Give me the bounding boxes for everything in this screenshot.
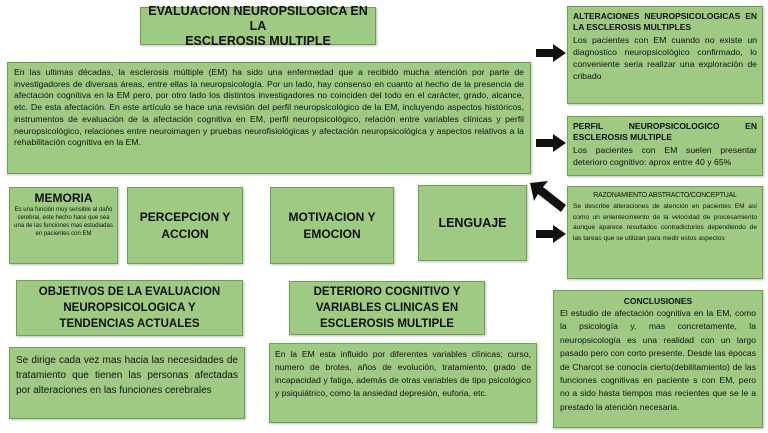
main-title-box: EVALUACION NEUROPSILOGICA EN LA ESCLEROS… (140, 3, 376, 48)
motivacion-box: MOTIVACION Y EMOCION (270, 187, 394, 264)
memoria-heading: MEMORIA (34, 191, 93, 205)
alteraciones-heading: ALTERACIONES NEUROPSICOLOGICAS EN LA ESC… (573, 11, 757, 32)
objetivos-title-box: OBJETIVOS DE LA EVALUACION NEUROPSICOLOG… (16, 280, 243, 336)
razonamiento-text: Se describe alteraciones de atención en … (573, 203, 757, 242)
objetivos-line2: NEUROPSICOLOGICA Y (63, 302, 196, 314)
motivacion-line1: MOTIVACION Y (288, 209, 376, 224)
deterioro-line2: VARIABLES CLINICAS EN (315, 302, 459, 314)
perfil-heading: PERFIL NEUROPSICOLOGICO EN ESCLEROSIS MU… (573, 121, 757, 142)
objetivos-line1: OBJETIVOS DE LA EVALUACION (38, 286, 221, 298)
deterioro-title-box: DETERIORO COGNITIVO Y VARIABLES CLINICAS… (289, 281, 485, 335)
arrow-right-icon-3 (536, 225, 566, 243)
objetivos-text: Se dirige cada vez mas hacia las necesid… (16, 355, 238, 396)
intro-box: En las ultimas décadas, la esclerosis mú… (7, 62, 531, 174)
alteraciones-text: Los pacientes con EM cuando no existe un… (573, 35, 757, 81)
arrow-right-icon-2 (536, 134, 566, 152)
perfil-box: PERFIL NEUROPSICOLOGICO EN ESCLEROSIS MU… (567, 116, 763, 176)
conclusiones-text: El estudio de afectación cognitiva en la… (560, 308, 756, 412)
percepcion-line1: PERCEPCION Y (139, 209, 231, 224)
deterioro-text: En la EM esta influido por diferentes va… (275, 349, 531, 398)
main-title-line1: EVALUACION NEUROPSILOGICA EN LA (148, 3, 368, 33)
perfil-text: Los pacientes con EM suelen presentar de… (573, 145, 757, 167)
motivacion-line2: EMOCION (303, 226, 361, 241)
lenguaje-label: LENGUAJE (438, 216, 507, 230)
razonamiento-heading: RAZONAMIENTO ABSTRACTO/CONCEPTUAL (593, 192, 737, 199)
arrow-up-left-icon (530, 181, 566, 212)
percepcion-box: PERCEPCION Y ACCION (127, 187, 243, 264)
conclusiones-box: CONCLUSIONES El estudio de afectación co… (553, 290, 763, 428)
deterioro-line3: ESCLEROSIS MULTIPLE (320, 318, 454, 330)
arrow-right-icon-1 (536, 44, 566, 62)
alteraciones-box: ALTERACIONES NEUROPSICOLOGICAS EN LA ESC… (567, 6, 763, 104)
intro-text: En las ultimas décadas, la esclerosis mú… (14, 67, 524, 148)
objetivos-line3: TENDENCIAS ACTUALES (59, 318, 200, 330)
razonamiento-box: RAZONAMIENTO ABSTRACTO/CONCEPTUAL Se des… (567, 186, 763, 279)
deterioro-text-box: En la EM esta influido por diferentes va… (269, 343, 537, 423)
objetivos-text-box: Se dirige cada vez mas hacia las necesid… (9, 347, 245, 419)
deterioro-line1: DETERIORO COGNITIVO Y (313, 286, 461, 298)
memoria-box: MEMORIA Es una función muy sensible al d… (9, 187, 118, 264)
memoria-text: Es una función muy sensible al daño cere… (14, 207, 113, 237)
lenguaje-box: LENGUAJE (418, 185, 527, 261)
percepcion-line2: ACCION (161, 226, 209, 241)
conclusiones-heading: CONCLUSIONES (623, 296, 693, 306)
main-title-line2: ESCLEROSIS MULTIPLE (185, 33, 331, 48)
